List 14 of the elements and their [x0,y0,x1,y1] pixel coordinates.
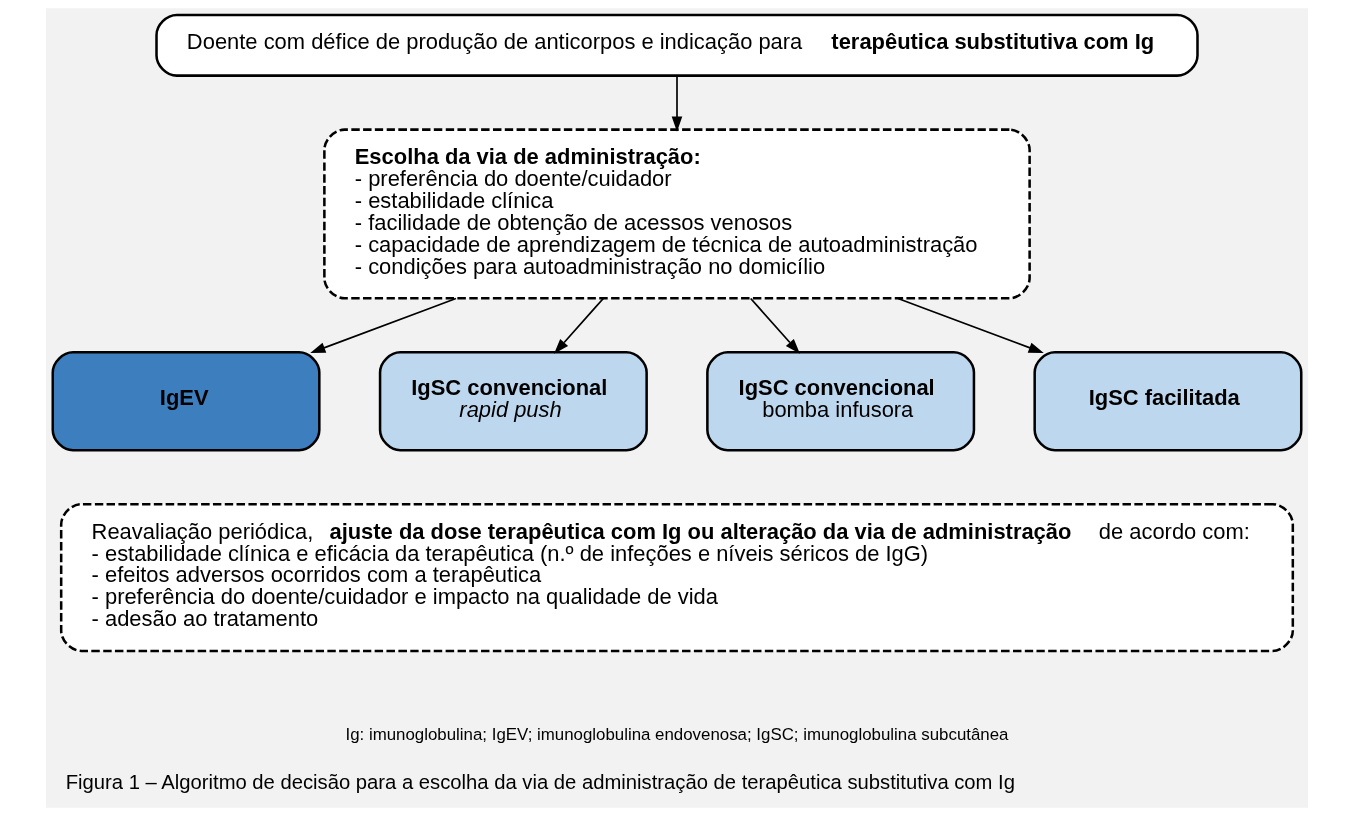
arrow [671,74,683,132]
arrow [749,297,800,354]
node-box: IgSC convencional bomba infusora [706,351,976,452]
node-box: IgSC facilitada [1033,351,1303,452]
node-box: IgEV [51,351,321,452]
node-box: Doente com défice de produção de anticorpos e indicação para terapêutica substitutiva com Ig [155,13,1199,77]
label: Ig: imunoglobulina; IgEV; imunoglobulina endovenosa; IgSC; imunoglobulina subcutânea [345,724,1009,744]
node-box: Escolha da via de administração: - preferência do doente/cuidador - estabilidade clínica - facilidade de obtenção de acessos venosos - capacidade de aprendizagem de técnica de autoadministração - condições para autoadministração no domicílio [323,128,1031,300]
arrow [897,297,1044,354]
node-box: IgSC convencional rapid push [378,351,648,452]
caption: Figura 1 – Algoritmo de decisão para a escolha da via de administração de terapêutica substitutiva com Ig [65,770,1015,793]
node-box: Reavaliação periódica, ajuste da dose terapêutica com Ig ou alteração da via de administração de acordo com: - estabilidade clínica e eficácia da terapêutica (n.º de infeções e níveis séricos de IgG) - efeitos adversos ocorridos com a terapêutica - preferência do doente/cuidador e impacto na qualidade de vida - adesão ao tratamento [59,502,1295,653]
arrow [310,297,457,354]
arrow [554,297,605,354]
